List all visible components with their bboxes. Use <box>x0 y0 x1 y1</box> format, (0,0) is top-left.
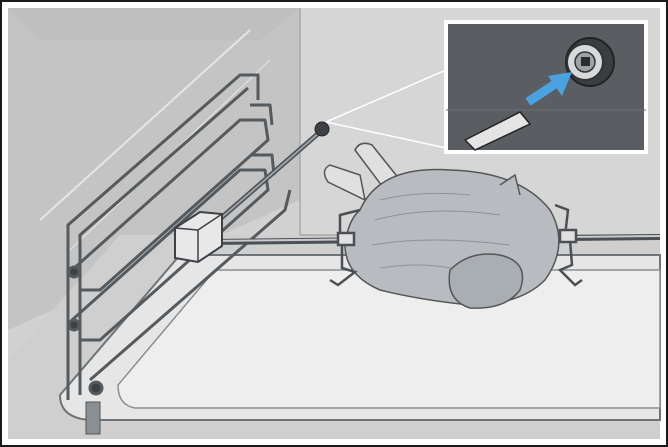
spit-motor-socket-detail <box>446 22 646 152</box>
